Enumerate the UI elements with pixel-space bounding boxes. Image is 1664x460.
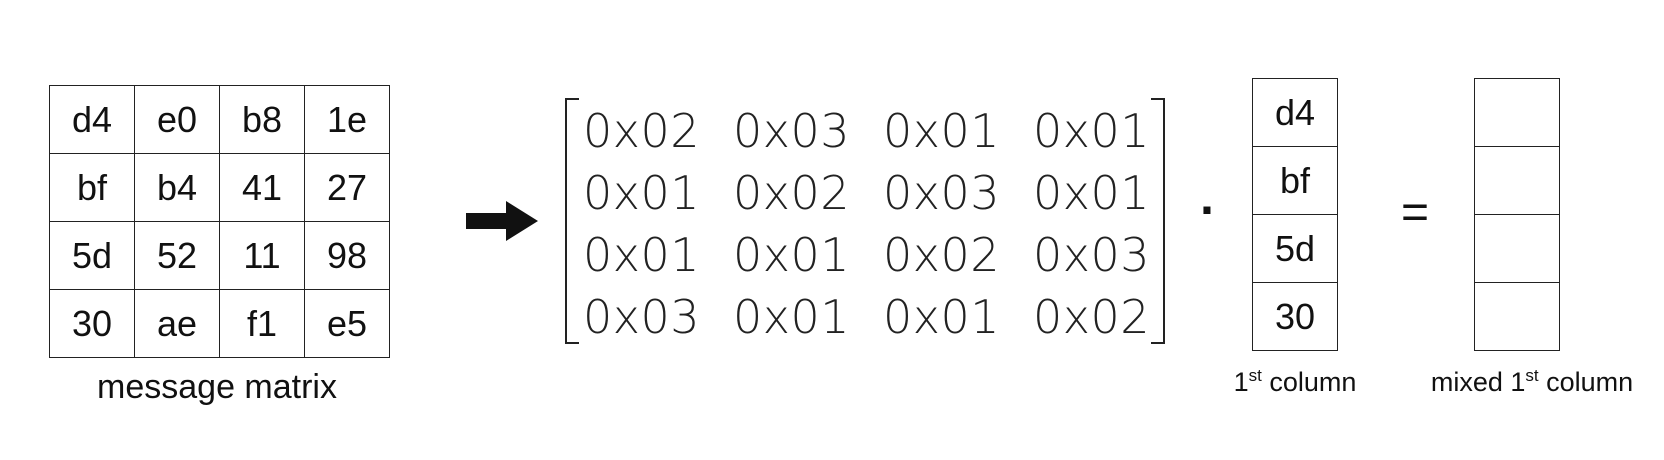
input-column-cell: 30 — [1252, 282, 1338, 351]
mix-matrix-cell: 0x01 — [733, 290, 851, 344]
message-matrix-cell: e0 — [134, 85, 220, 154]
message-matrix-cell: 1e — [304, 85, 390, 154]
right-bracket — [1151, 98, 1165, 344]
message-matrix-cell: d4 — [49, 85, 135, 154]
caption-text: mixed 1 — [1430, 367, 1526, 397]
mix-columns-matrix: 0x02 0x03 0x01 0x01 0x01 0x02 0x03 0x01 … — [565, 98, 1165, 344]
message-matrix-cell: 98 — [304, 221, 390, 290]
mix-matrix-cell: 0x01 — [883, 290, 1001, 344]
input-column-cell: 5d — [1252, 214, 1338, 283]
message-matrix-caption: message matrix — [97, 368, 337, 406]
message-matrix-cell: 52 — [134, 221, 220, 290]
caption-text: column — [1261, 367, 1357, 397]
dot-operator: · — [1200, 182, 1217, 238]
message-matrix-cell: bf — [49, 153, 135, 222]
input-column-cell: bf — [1252, 146, 1338, 215]
message-matrix-cell: 5d — [49, 221, 135, 290]
mix-matrix-cell: 0x01 — [583, 166, 701, 220]
caption-superscript: st — [1525, 366, 1539, 385]
message-matrix-cell: f1 — [219, 289, 305, 358]
mix-matrix-cell: 0x02 — [583, 104, 701, 158]
message-matrix-cell: b4 — [134, 153, 220, 222]
output-column-caption: mixed 1st column — [1408, 366, 1656, 398]
mix-matrix-cell: 0x03 — [883, 166, 1001, 220]
mix-matrix-cell: 0x01 — [583, 228, 701, 282]
message-matrix-cell: e5 — [304, 289, 390, 358]
message-matrix-row: 5d 52 11 98 — [49, 221, 390, 290]
mix-matrix-cell: 0x01 — [733, 228, 851, 282]
caption-superscript: st — [1248, 366, 1262, 385]
input-column-cell: d4 — [1252, 78, 1338, 147]
left-bracket — [565, 98, 579, 344]
message-matrix-cell: ae — [134, 289, 220, 358]
input-column-vector: d4 bf 5d 30 — [1252, 78, 1338, 351]
right-arrow-icon — [466, 201, 538, 241]
message-matrix-cell: 41 — [219, 153, 305, 222]
message-matrix-row: d4 e0 b8 1e — [49, 85, 390, 154]
message-matrix-cell: b8 — [219, 85, 305, 154]
message-matrix-row: 30 ae f1 e5 — [49, 289, 390, 358]
message-matrix-cell: 27 — [304, 153, 390, 222]
mix-matrix-cell: 0x01 — [1033, 166, 1151, 220]
caption-text: column — [1538, 367, 1634, 397]
mix-matrix-cell: 0x01 — [1033, 104, 1151, 158]
mix-matrix-cell: 0x03 — [583, 290, 701, 344]
message-matrix-cell: 30 — [49, 289, 135, 358]
input-column-caption: 1st column — [1215, 366, 1375, 398]
mix-matrix-row: 0x02 0x03 0x01 0x01 — [583, 100, 1151, 162]
output-column-cell — [1474, 282, 1560, 351]
output-column-cell — [1474, 78, 1560, 147]
mix-matrix-row: 0x01 0x02 0x03 0x01 — [583, 162, 1151, 224]
caption-text: 1 — [1233, 367, 1249, 397]
mix-matrix-cell: 0x02 — [733, 166, 851, 220]
message-matrix: d4 e0 b8 1e bf b4 41 27 5d 52 11 98 30 a… — [49, 85, 390, 358]
mix-matrix-cell: 0x03 — [733, 104, 851, 158]
mix-matrix-cell: 0x02 — [883, 228, 1001, 282]
output-column-vector — [1474, 78, 1560, 351]
message-matrix-cell: 11 — [219, 221, 305, 290]
equals-operator: = — [1401, 186, 1430, 239]
mix-matrix-cell: 0x01 — [883, 104, 1001, 158]
mix-matrix-row: 0x03 0x01 0x01 0x02 — [583, 286, 1151, 348]
output-column-cell — [1474, 146, 1560, 215]
mix-matrix-row: 0x01 0x01 0x02 0x03 — [583, 224, 1151, 286]
output-column-cell — [1474, 214, 1560, 283]
mix-matrix-rows: 0x02 0x03 0x01 0x01 0x01 0x02 0x03 0x01 … — [583, 100, 1151, 348]
mix-matrix-cell: 0x03 — [1033, 228, 1151, 282]
mix-matrix-cell: 0x02 — [1033, 290, 1151, 344]
message-matrix-row: bf b4 41 27 — [49, 153, 390, 222]
